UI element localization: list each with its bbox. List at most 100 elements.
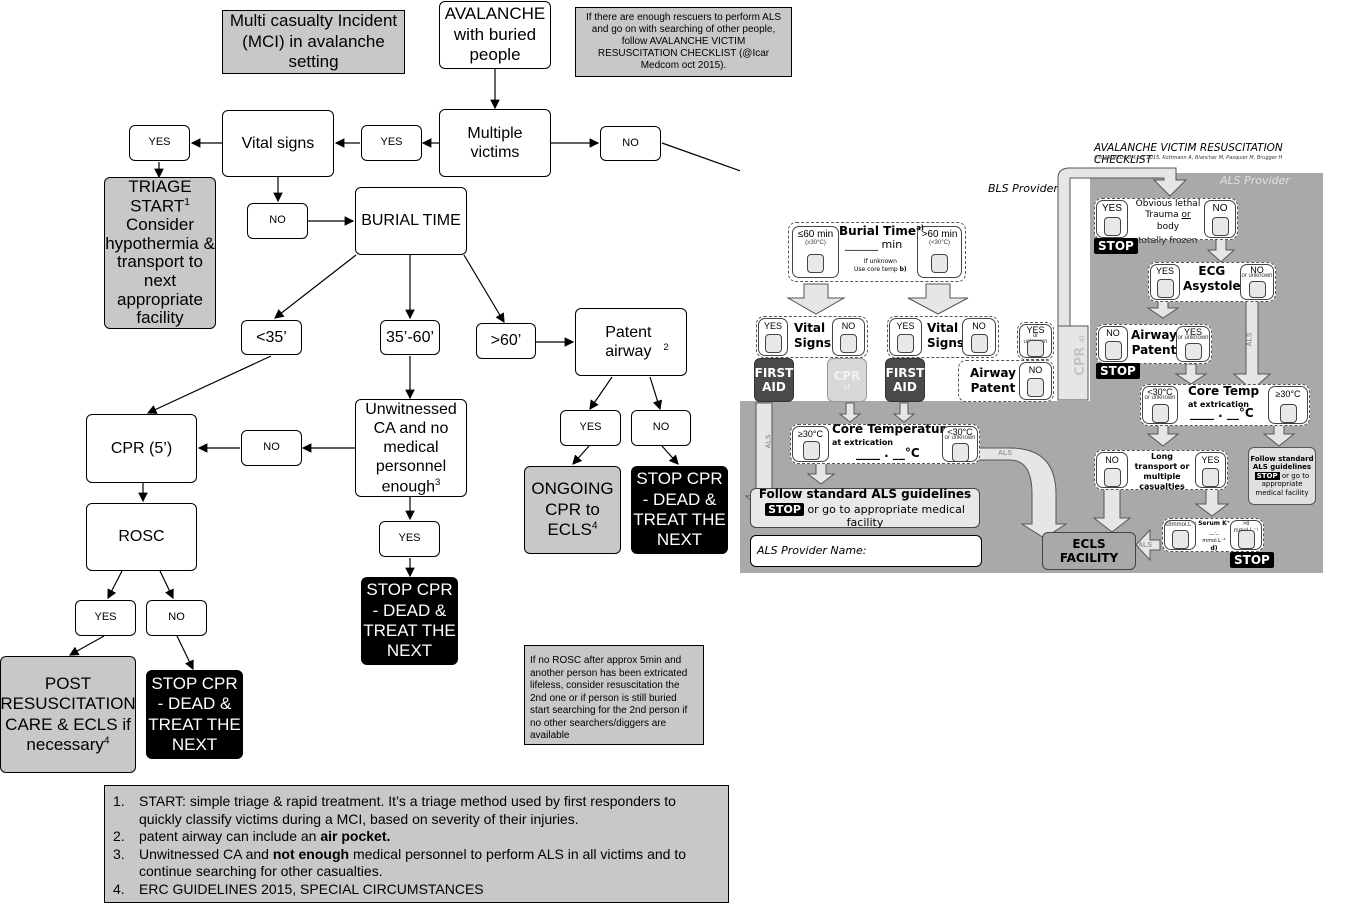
core-temp-field-als[interactable]: ____ . __°C: [1190, 406, 1254, 420]
yes-label: YES: [1101, 203, 1122, 214]
footnote-ref: 3: [435, 476, 441, 488]
follow-standard-sub: STOP or go to appropriate medical facili…: [751, 503, 979, 529]
at-extrication: at extrication: [832, 438, 894, 447]
checkbox[interactable]: [1172, 530, 1189, 549]
lethal-line4: totally frozen: [1138, 236, 1198, 246]
cpr-text: CPR: [1072, 346, 1088, 376]
burial-le60-option[interactable]: ≤60 min (≥30°C): [792, 226, 839, 278]
follow-standard-label: Follow standard ALS guidelines: [758, 486, 972, 501]
checkbox[interactable]: [840, 334, 857, 353]
no-airway-box: NO: [631, 410, 691, 446]
vital-yes-option-2[interactable]: YES: [889, 318, 922, 356]
checkbox[interactable]: [1185, 343, 1202, 360]
cpr-label: CPR: [833, 369, 861, 384]
footnote-text: START: simple triage & rapid treatment. …: [139, 793, 676, 827]
ongoing-cpr-box: ONGOING CPR to ECLS4: [524, 466, 621, 554]
serum-field[interactable]: __._ mmol.L⁻¹: [1202, 529, 1226, 544]
ecls-facility-box: ECLS FACILITY: [1042, 532, 1136, 570]
checkbox[interactable]: [1104, 468, 1121, 487]
triage-rest: Consider hypothermia & transport to next…: [105, 214, 215, 328]
min-label: min: [881, 238, 903, 251]
no-vital-box: NO: [247, 203, 308, 239]
stop-badge-airway: STOP: [1096, 363, 1140, 379]
cpr-column-label: CPR d): [1073, 335, 1088, 376]
lethal-yes-option[interactable]: YES: [1096, 200, 1128, 238]
rosc-note-box: If no ROSC after approx 5min and another…: [524, 645, 704, 745]
vital-no-option-2[interactable]: NO: [962, 318, 996, 356]
serum-le8-option[interactable]: ≤8mmol.L⁻¹: [1164, 520, 1196, 550]
serum-text: Serum K⁺: [1198, 520, 1230, 527]
checkbox-gt60[interactable]: [931, 254, 948, 273]
vital-signs-box: Vital signs: [222, 110, 334, 177]
airway-text: Airway: [970, 366, 1016, 380]
mci-title: Multi casualty Incident (MCI) in avalanc…: [229, 11, 398, 72]
down-arrow-le60: [786, 283, 846, 315]
burial-time-text: Burial Time: [839, 224, 917, 238]
long-transport-no-option[interactable]: NO: [1096, 452, 1128, 488]
long-transport-yes-option[interactable]: YES: [1195, 452, 1226, 488]
asystole-text: Asystole: [1183, 279, 1241, 293]
airway-no-option-als[interactable]: NO: [1098, 326, 1128, 362]
lethal-no-option[interactable]: NO: [1204, 200, 1236, 238]
checkbox[interactable]: [1157, 279, 1174, 298]
serum-gt8-option[interactable]: >8 mmol.L⁻¹: [1230, 520, 1262, 550]
core-temp-field-bls[interactable]: ____ . __°C: [856, 446, 920, 460]
checkbox[interactable]: [1105, 341, 1122, 360]
checkbox[interactable]: [1202, 468, 1219, 487]
burial-gt60-option[interactable]: >60 min (<30°C): [917, 226, 962, 278]
le8-label: ≤8mmol.L⁻¹: [1165, 522, 1197, 528]
first-aid-label: FIRST AID: [885, 365, 925, 394]
core-ge30-option-bls[interactable]: ≥30°C: [792, 426, 829, 462]
no-label: NO: [168, 611, 185, 624]
burial-minutes-field[interactable]: ______ min: [845, 238, 903, 251]
gt60-box: >60’: [476, 323, 536, 359]
yes-label: YES: [1183, 327, 1202, 337]
footnote-item: 1.START: simple triage & rapid treatment…: [113, 793, 720, 828]
checkbox[interactable]: [1212, 217, 1229, 236]
no-label: NO: [1106, 328, 1120, 338]
no-label: NO: [1212, 203, 1228, 214]
ecls-facility-label: ECLS FACILITY: [1059, 536, 1119, 565]
footnote-item: 3.Unwitnessed CA and not enough medical …: [113, 846, 720, 881]
core-ge30-option-als[interactable]: ≥30°C: [1268, 386, 1308, 424]
core-temp-text: Core Temp: [1188, 384, 1260, 398]
yes-label: YES: [148, 136, 171, 149]
checkbox[interactable]: [1249, 281, 1266, 298]
resuscitation-checklist: AVALANCHE VICTIM RESUSCITATION CHECKLIST…: [740, 138, 1323, 573]
vital-yes-option-1[interactable]: YES: [758, 318, 788, 356]
stop-cpr-label: STOP CPR - DEAD & TREAT THE NEXT: [148, 673, 241, 754]
checkbox[interactable]: [1152, 404, 1169, 423]
no-rosc-box: NO: [146, 600, 207, 636]
ecg-yes-option[interactable]: YES: [1150, 264, 1180, 300]
footnote-text-part: medical personnel to perform ALS in all …: [139, 845, 686, 880]
no-label: NO: [1250, 265, 1264, 275]
checkbox[interactable]: [897, 334, 914, 353]
checkbox[interactable]: [803, 441, 820, 460]
airway-no-option-bls[interactable]: NO: [1019, 362, 1052, 400]
checkbox[interactable]: [971, 334, 988, 353]
als-provider-name-label: ALS Provider Name:: [757, 544, 867, 558]
lethal-line2: Trauma: [1145, 210, 1179, 221]
checkbox[interactable]: [1104, 217, 1121, 236]
follow-standard-sub: STOP or go to appropriate medical facili…: [1249, 471, 1315, 497]
checkbox-le60[interactable]: [807, 254, 824, 273]
footnote-text: patent airway can include an air pocket.: [139, 828, 390, 846]
vital-no-option-1[interactable]: NO: [832, 318, 865, 356]
checkbox[interactable]: [1027, 378, 1044, 397]
checkbox[interactable]: [952, 443, 969, 462]
checkbox[interactable]: [1238, 530, 1255, 549]
als-provider-name-field[interactable]: ALS Provider Name:: [750, 535, 982, 567]
checkbox[interactable]: [1027, 340, 1044, 357]
follow-standard-box-als: Follow standard ALS guidelines STOP or g…: [1248, 447, 1316, 505]
yes-vital-box: YES: [129, 125, 190, 161]
checkbox[interactable]: [765, 334, 782, 353]
checkbox[interactable]: [1280, 404, 1297, 423]
vital-text: Vital: [794, 321, 826, 335]
